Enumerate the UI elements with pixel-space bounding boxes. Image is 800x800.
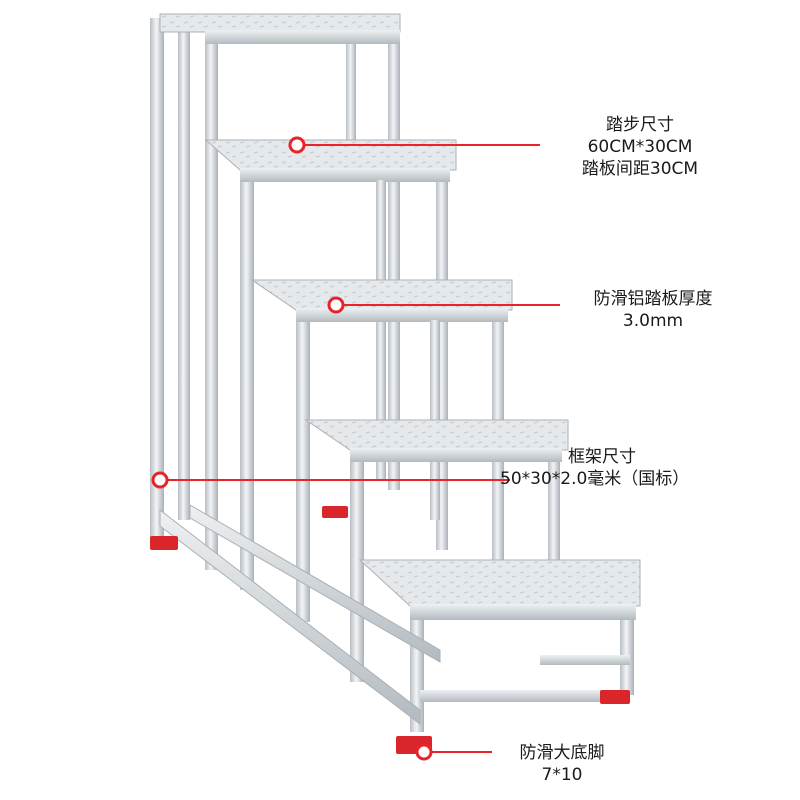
step-size-value: 60CM*30CM [587, 137, 693, 157]
frame-spec-value: 50*30*2.0毫米（国标） [500, 469, 690, 489]
callout-frame-size: 框架尺寸 50*30*2.0毫米（国标） [500, 446, 750, 490]
step-size-title: 踏步尺寸 [606, 115, 674, 135]
callout-markers [151, 136, 560, 761]
callout-foot-pad: 防滑大底脚 7*10 [492, 742, 632, 786]
step-spacing-value: 踏板间距30CM [581, 159, 699, 179]
marker-foot [415, 743, 433, 761]
marker-step-size [288, 136, 306, 154]
callout-step-size: 踏步尺寸 60CM*30CM 踏板间距30CM [540, 114, 740, 180]
marker-plate [327, 296, 345, 314]
step-2 [204, 139, 457, 590]
base-rails [159, 504, 441, 726]
foot-pads [150, 506, 630, 754]
frame-title: 框架尺寸 [568, 447, 636, 467]
step-top [159, 13, 401, 44]
foot-title: 防滑大底脚 [519, 743, 605, 763]
marker-frame [151, 471, 169, 489]
plate-title: 防滑铝踏板厚度 [593, 289, 713, 309]
step-bottom [358, 559, 641, 732]
foot-size-value: 7*10 [541, 765, 583, 785]
plate-thickness-value: 3.0mm [622, 311, 684, 331]
callout-plate-thickness: 防滑铝踏板厚度 3.0mm [548, 288, 758, 332]
